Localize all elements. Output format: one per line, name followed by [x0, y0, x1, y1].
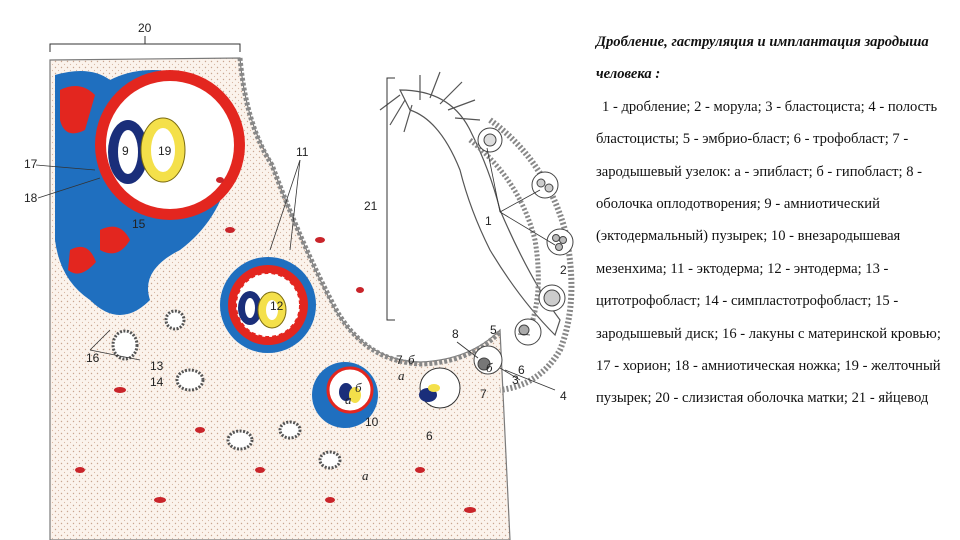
label-14: 14: [150, 375, 164, 389]
label-5: 5: [490, 323, 497, 337]
label-6b: 6: [426, 429, 433, 443]
label-a2: а: [345, 392, 352, 407]
fimbriae: [379, 71, 481, 133]
label-7: 7: [396, 353, 403, 367]
label-8: 8: [452, 327, 459, 341]
label-18: 18: [24, 191, 38, 205]
label-20: 20: [138, 21, 152, 35]
label-2: 2: [560, 263, 567, 277]
label-11: 11: [296, 145, 309, 159]
label-9: 9: [122, 144, 129, 158]
label-10: 10: [365, 415, 379, 429]
label-3: 3: [512, 373, 519, 387]
caption-legend: 1 - дробление; 2 - морула; 3 - бластоцис…: [596, 98, 941, 407]
label-1: 1: [485, 214, 492, 228]
lacunae-16: [111, 309, 342, 470]
label-21: 21: [364, 199, 378, 213]
label-b1: б: [408, 352, 415, 367]
oviduct-inner-wall: [468, 138, 541, 342]
bracket-21: [386, 77, 395, 321]
leader-lines: [35, 147, 556, 391]
blood-lacunae-left: [60, 86, 130, 274]
blood-vessels: [75, 177, 476, 513]
epithelium-border: [237, 57, 502, 367]
label-7b: 7: [480, 387, 487, 401]
label-4: 4: [560, 389, 567, 403]
label-17: 17: [24, 157, 38, 171]
label-12: 12: [270, 299, 284, 313]
oviduct-21: [399, 89, 561, 337]
implantation-diagram: 20 21 17 18 9 19 15 11 12 13 14 16 10 1 …: [24, 21, 575, 540]
oviduct-wall: [488, 117, 575, 393]
label-b3: б: [486, 360, 493, 375]
label-6: 6: [518, 363, 525, 377]
label-a3: а: [362, 468, 369, 483]
label-15: 15: [132, 217, 146, 231]
figure-caption: Дробление, гаструляция и имплантация зар…: [596, 26, 948, 415]
label-13: 13: [150, 359, 164, 373]
label-19: 19: [158, 144, 172, 158]
label-a1: а: [398, 368, 405, 383]
label-b2: б: [355, 380, 362, 395]
caption-title: Дробление, гаструляция и имплантация зар…: [596, 34, 929, 83]
bracket-20: [49, 36, 241, 52]
cleavage-stages: [473, 127, 574, 375]
label-16: 16: [86, 351, 100, 365]
